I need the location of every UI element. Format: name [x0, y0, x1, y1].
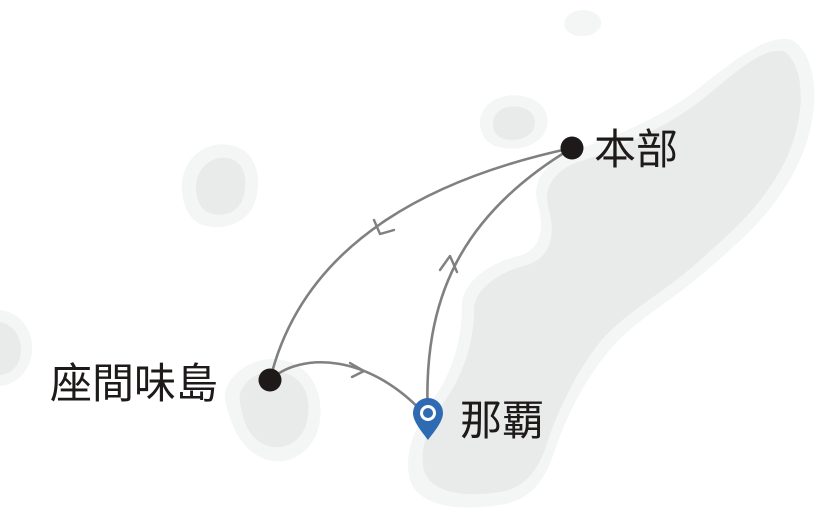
zamami-dot-marker[interactable] — [258, 368, 282, 392]
labels-layer: 本部 座間味島 那覇 — [50, 125, 678, 445]
arrow-to-zamami-icon — [372, 218, 396, 236]
motobu-dot-marker[interactable] — [560, 136, 584, 160]
location-pin-icon[interactable] — [413, 398, 443, 440]
markers-layer — [258, 136, 584, 440]
route-zamami-naha[interactable] — [268, 360, 430, 420]
place-label-naha: 那覇 — [460, 396, 544, 445]
island-top-halo — [564, 9, 602, 37]
routes-layer — [268, 146, 574, 420]
place-label-zamami: 座間味島 — [50, 359, 218, 408]
route-naha-motobu[interactable] — [426, 146, 574, 420]
island-north — [492, 106, 536, 140]
place-label-motobu: 本部 — [594, 125, 678, 174]
island-west — [195, 157, 246, 215]
route-motobu-zamami[interactable] — [268, 146, 574, 382]
main-island — [422, 50, 801, 495]
zamami-island — [239, 371, 309, 448]
arrow-to-naha-icon — [348, 361, 366, 379]
land-layer — [0, 9, 815, 508]
arrow-to-motobu-icon — [438, 254, 459, 274]
island-edge-left — [0, 322, 22, 375]
